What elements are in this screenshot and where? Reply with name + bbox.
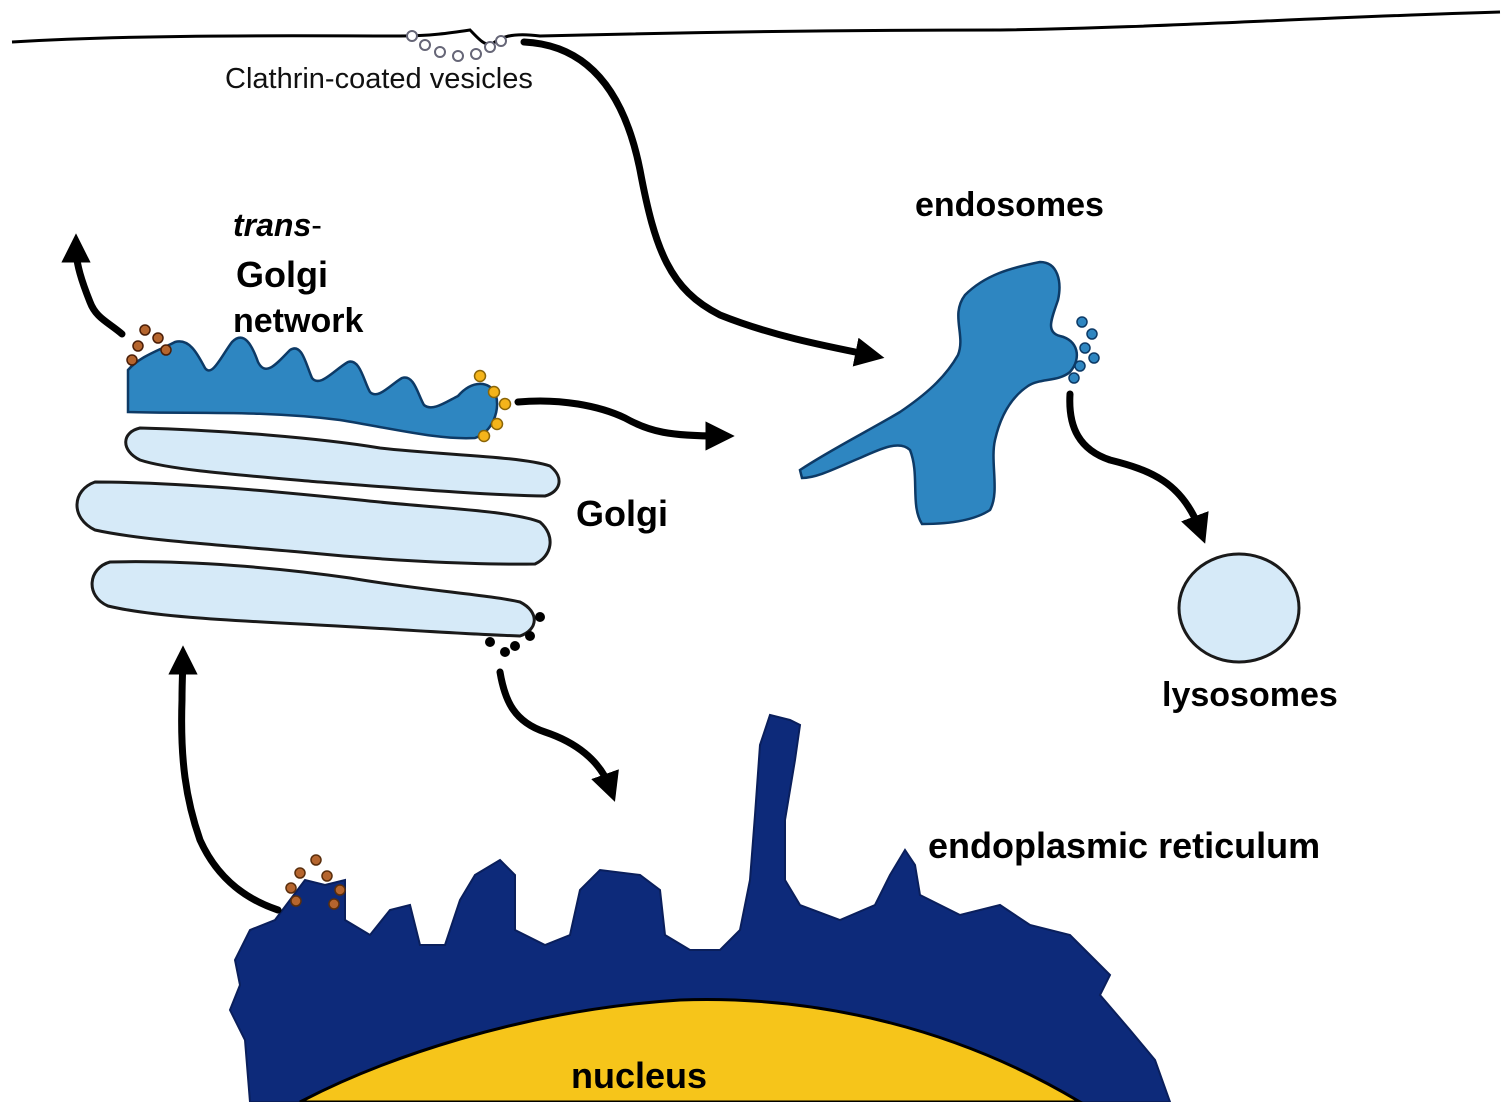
arrow-er-to-golgi — [182, 660, 278, 910]
label-endosomes: endosomes — [915, 186, 1104, 224]
golgi-cisterna-3 — [92, 562, 534, 636]
label-lysosomes: lysosomes — [1162, 676, 1338, 714]
trans-golgi-network — [128, 338, 497, 439]
arrow-tgn-exit — [76, 248, 122, 334]
label-clathrin-coated-vesicles: Clathrin-coated vesicles — [225, 63, 533, 95]
label-trans-italic: trans — [233, 207, 311, 243]
label-trans-prefix: trans- — [233, 207, 322, 243]
label-golgi: Golgi — [576, 493, 668, 534]
arrow-tgn-to-endosome — [518, 401, 720, 436]
label-trans-dash: - — [311, 207, 322, 243]
lysosome — [1179, 554, 1299, 662]
label-nucleus: nucleus — [571, 1055, 707, 1096]
plasma-membrane — [12, 12, 1500, 44]
label-golgi-word: Golgi — [236, 254, 328, 295]
endosome — [800, 262, 1077, 524]
arrow-endosome-to-lysosome — [1070, 394, 1200, 530]
label-endoplasmic-reticulum: endoplasmic reticulum — [928, 825, 1320, 866]
arrow-membrane-to-endosome — [524, 42, 870, 355]
label-network-word: network — [233, 302, 363, 340]
arrow-golgi-to-er — [500, 672, 610, 788]
